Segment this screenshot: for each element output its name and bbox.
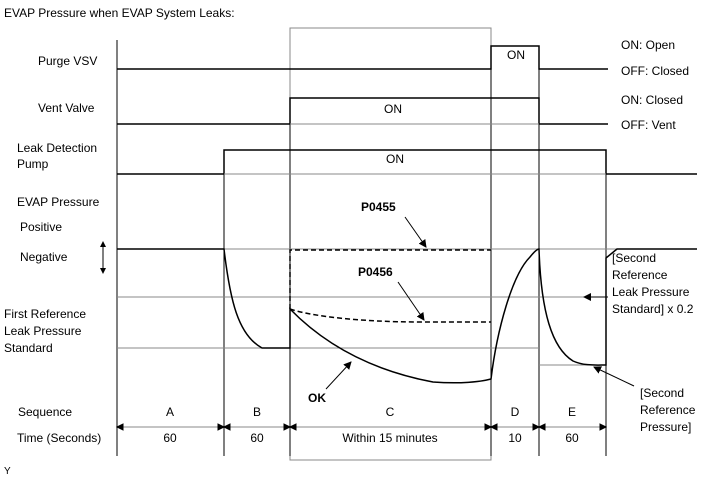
p0456-label: P0456 (358, 265, 393, 279)
purge-on-label: ON (507, 48, 525, 62)
second-ref-press-arrow (593, 366, 635, 387)
time-row: 60 60 Within 15 minutes 10 60 (163, 431, 579, 445)
first-ref-label-1: First Reference (4, 307, 86, 321)
pump-on-label: ON (386, 152, 404, 166)
second-ref-std-label-2: Reference (612, 268, 668, 282)
vent-valve-signal (117, 97, 608, 125)
vent-on-label: ON (384, 102, 402, 116)
sequence-label: Sequence (18, 405, 72, 419)
sequence-d: D (511, 405, 520, 419)
second-ref-std-label-4: Standard] x 0.2 (612, 302, 694, 316)
negative-label: Negative (20, 250, 68, 264)
pressure-scale-arrow-up (100, 241, 106, 247)
purge-vsv-signal (117, 45, 608, 70)
footnote-mark: Y (4, 466, 11, 477)
p0455-trace (289, 249, 491, 309)
sequence-row: A B C D E (166, 405, 576, 419)
ok-label: OK (308, 391, 326, 405)
time-d: 10 (508, 431, 522, 445)
sequence-a: A (166, 405, 174, 419)
phase-boundaries (116, 40, 607, 456)
vent-valve-label: Vent Valve (38, 101, 95, 115)
positive-label: Positive (20, 220, 62, 234)
first-ref-label-3: Standard (4, 341, 53, 355)
ok-arrow (325, 361, 352, 390)
purge-vsv-label: Purge VSV (38, 54, 97, 68)
second-ref-press-label-2: Reference (640, 403, 696, 417)
evap-pressure-label: EVAP Pressure (17, 195, 100, 209)
pressure-scale-arrow-down (100, 268, 106, 274)
purge-closed-legend: OFF: Closed (621, 64, 689, 78)
leak-pump-signal (117, 149, 697, 175)
time-c: Within 15 minutes (342, 431, 437, 445)
p0456-arrow (397, 281, 425, 321)
leak-pump-label-1: Leak Detection (17, 141, 97, 155)
sequence-b: B (253, 405, 261, 419)
second-ref-press-label-3: Pressure] (640, 420, 691, 434)
second-ref-std-label-3: Leak Pressure (612, 285, 690, 299)
second-ref-press-label-1: [Second (640, 386, 684, 400)
leak-pump-label-2: Pump (17, 157, 49, 171)
purge-open-legend: ON: Open (621, 38, 675, 52)
sequence-c: C (386, 405, 395, 419)
p0456-trace (289, 308, 491, 323)
sequence-span-arrows (115, 423, 608, 431)
time-e: 60 (565, 431, 579, 445)
second-ref-std-label-1: [Second (612, 251, 656, 265)
time-label: Time (Seconds) (17, 431, 101, 445)
sequence-e: E (568, 405, 576, 419)
first-ref-label-2: Leak Pressure (4, 324, 82, 338)
vent-closed-legend: ON: Closed (621, 93, 683, 107)
time-b: 60 (250, 431, 264, 445)
diagram-title: EVAP Pressure when EVAP System Leaks: (4, 6, 235, 20)
vent-vent-legend: OFF: Vent (621, 118, 676, 132)
p0455-label: P0455 (361, 200, 396, 214)
p0455-arrow (404, 216, 427, 248)
time-a: 60 (163, 431, 177, 445)
evap-pressure-trace (117, 248, 697, 384)
